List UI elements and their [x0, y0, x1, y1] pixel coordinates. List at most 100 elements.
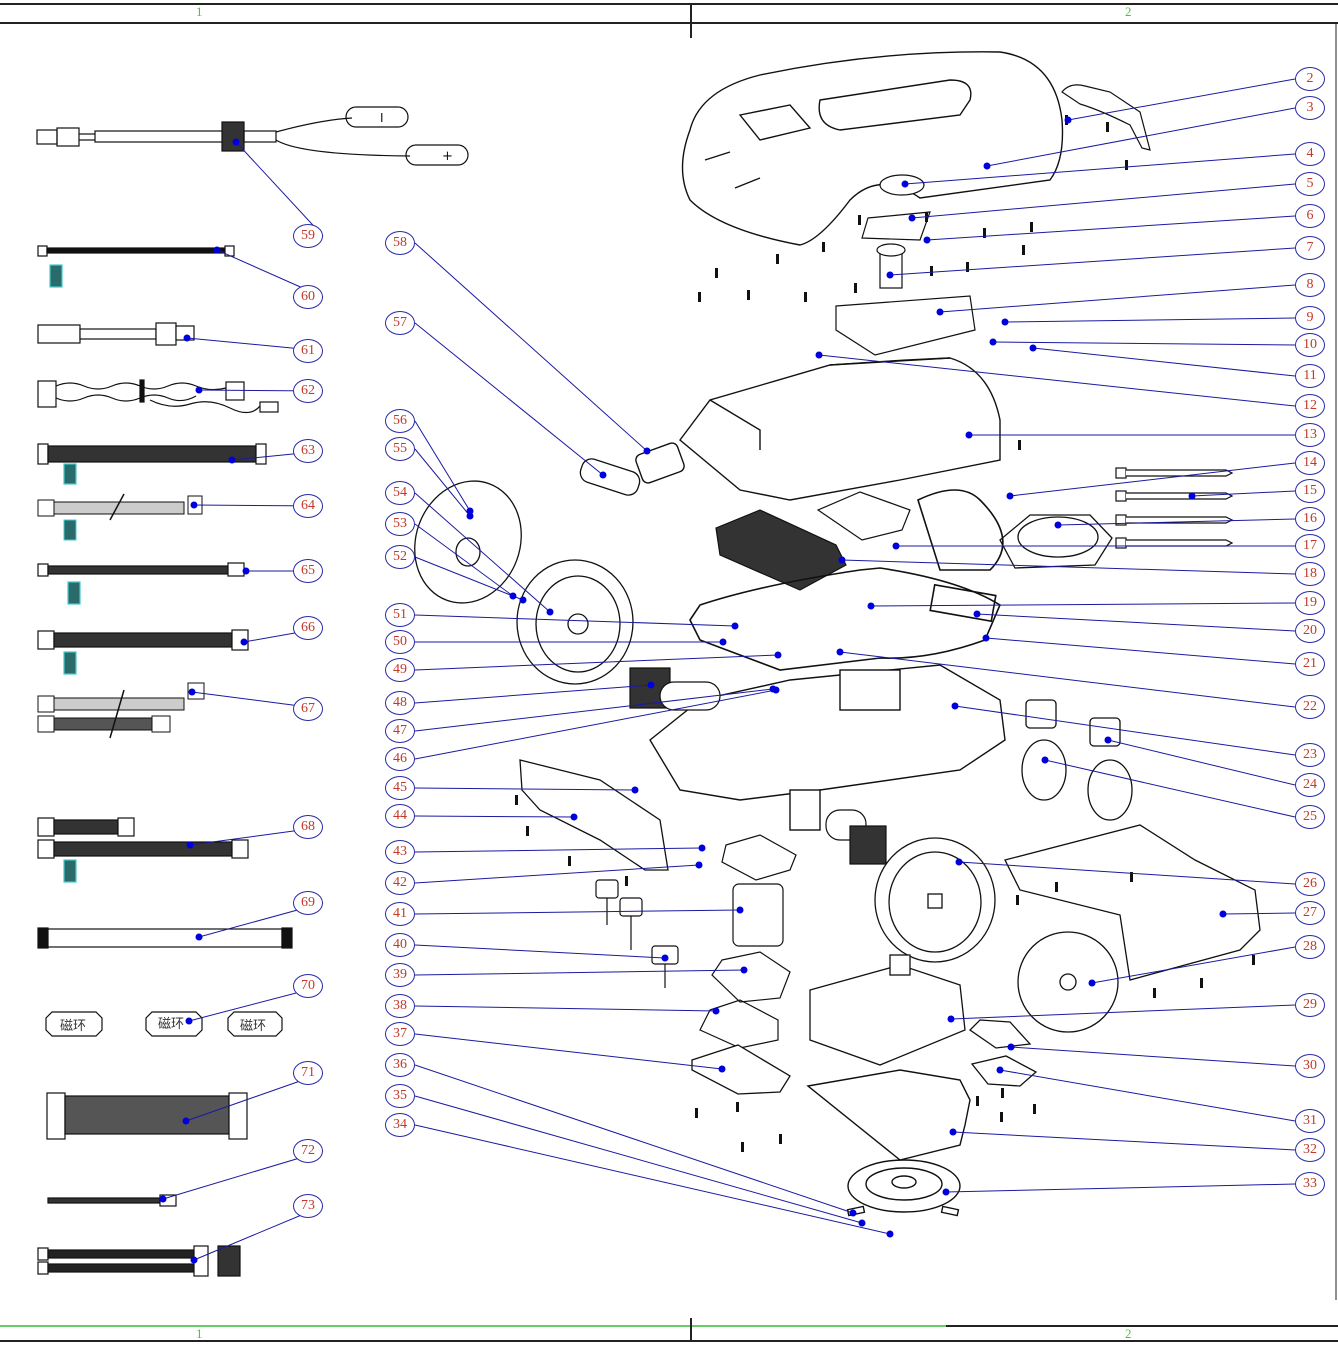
callout-balloon-26[interactable]: 26	[1295, 872, 1325, 896]
seal-ring-58	[635, 442, 685, 484]
callout-balloon-39[interactable]: 39	[385, 963, 415, 987]
anchor-dot-28	[1088, 979, 1096, 987]
callout-balloon-67[interactable]: 67	[293, 697, 323, 721]
anchor-dot-43	[698, 844, 706, 852]
callout-balloon-8[interactable]: 8	[1295, 273, 1325, 297]
callout-balloon-16[interactable]: 16	[1295, 507, 1325, 531]
callout-balloon-4[interactable]: 4	[1295, 142, 1325, 166]
callout-balloon-28[interactable]: 28	[1295, 935, 1325, 959]
leader-line-16	[1057, 518, 1296, 526]
callout-balloon-2[interactable]: 2	[1295, 67, 1325, 91]
callout-balloon-10[interactable]: 10	[1295, 333, 1325, 357]
anchor-dot-2	[1064, 116, 1072, 124]
callout-balloon-27[interactable]: 27	[1295, 901, 1325, 925]
leader-line-34	[414, 1124, 891, 1235]
callout-balloon-63[interactable]: 63	[293, 439, 323, 463]
callout-balloon-33[interactable]: 33	[1295, 1172, 1325, 1196]
callout-balloon-34[interactable]: 34	[385, 1113, 415, 1137]
callout-balloon-55[interactable]: 55	[385, 437, 415, 461]
callout-balloon-66[interactable]: 66	[293, 616, 323, 640]
callout-balloon-44[interactable]: 44	[385, 804, 415, 828]
anchor-dot-45	[631, 786, 639, 794]
callout-balloon-23[interactable]: 23	[1295, 743, 1325, 767]
callout-balloon-22[interactable]: 22	[1295, 695, 1325, 719]
leader-line-58	[414, 242, 648, 452]
callout-balloon-30[interactable]: 30	[1295, 1054, 1325, 1078]
callout-balloon-47[interactable]: 47	[385, 719, 415, 743]
callout-balloon-71[interactable]: 71	[293, 1061, 323, 1085]
callout-balloon-37[interactable]: 37	[385, 1022, 415, 1046]
callout-balloon-21[interactable]: 21	[1295, 652, 1325, 676]
callout-balloon-54[interactable]: 54	[385, 481, 415, 505]
callout-balloon-40[interactable]: 40	[385, 933, 415, 957]
anchor-dot-33	[942, 1188, 950, 1196]
callout-balloon-5[interactable]: 5	[1295, 172, 1325, 196]
callout-balloon-59[interactable]: 59	[293, 224, 323, 248]
callout-balloon-12[interactable]: 12	[1295, 394, 1325, 418]
harness-71	[46, 1092, 248, 1140]
anchor-dot-40	[661, 954, 669, 962]
callout-balloon-57[interactable]: 57	[385, 311, 415, 335]
lower-chassis	[649, 664, 1006, 831]
callout-balloon-70[interactable]: 70	[293, 974, 323, 998]
callout-balloon-24[interactable]: 24	[1295, 773, 1325, 797]
anchor-dot-37	[718, 1065, 726, 1073]
anchor-dot-71	[182, 1117, 190, 1125]
callout-balloon-17[interactable]: 17	[1295, 534, 1325, 558]
callout-balloon-50[interactable]: 50	[385, 630, 415, 654]
anchor-dot-25	[1041, 756, 1049, 764]
callout-balloon-51[interactable]: 51	[385, 603, 415, 627]
leader-line-31	[999, 1069, 1296, 1122]
callout-balloon-13[interactable]: 13	[1295, 423, 1325, 447]
callout-balloon-73[interactable]: 73	[293, 1194, 323, 1218]
callout-balloon-65[interactable]: 65	[293, 559, 323, 583]
callout-balloon-35[interactable]: 35	[385, 1084, 415, 1108]
callout-balloon-42[interactable]: 42	[385, 871, 415, 895]
leader-line-27	[1222, 912, 1296, 915]
callout-balloon-64[interactable]: 64	[293, 494, 323, 518]
callout-balloon-38[interactable]: 38	[385, 994, 415, 1018]
anchor-dot-15	[1188, 492, 1196, 500]
callout-balloon-25[interactable]: 25	[1295, 805, 1325, 829]
callout-balloon-56[interactable]: 56	[385, 409, 415, 433]
anchor-dots	[159, 116, 1227, 1264]
callout-balloon-46[interactable]: 46	[385, 747, 415, 771]
callout-balloon-41[interactable]: 41	[385, 902, 415, 926]
callout-balloon-6[interactable]: 6	[1295, 204, 1325, 228]
callout-balloon-72[interactable]: 72	[293, 1139, 323, 1163]
anchor-dot-59	[232, 138, 240, 146]
callout-balloon-58[interactable]: 58	[385, 231, 415, 255]
callout-balloon-62[interactable]: 62	[293, 379, 323, 403]
callout-balloon-14[interactable]: 14	[1295, 451, 1325, 475]
callout-balloon-36[interactable]: 36	[385, 1053, 415, 1077]
callout-balloon-11[interactable]: 11	[1295, 364, 1325, 388]
callout-balloon-49[interactable]: 49	[385, 658, 415, 682]
callout-balloon-60[interactable]: 60	[293, 285, 323, 309]
callout-balloon-61[interactable]: 61	[293, 339, 323, 363]
callout-balloon-9[interactable]: 9	[1295, 306, 1325, 330]
leader-line-10	[992, 341, 1296, 346]
callout-balloon-45[interactable]: 45	[385, 776, 415, 800]
anchor-dot-51	[731, 622, 739, 630]
callout-balloon-18[interactable]: 18	[1295, 562, 1325, 586]
callout-balloon-48[interactable]: 48	[385, 691, 415, 715]
anchor-dot-11	[1029, 344, 1037, 352]
callout-balloon-52[interactable]: 52	[385, 545, 415, 569]
leader-line-12	[818, 354, 1296, 407]
callout-balloon-68[interactable]: 68	[293, 815, 323, 839]
callout-balloon-29[interactable]: 29	[1295, 993, 1325, 1017]
callout-balloon-15[interactable]: 15	[1295, 479, 1325, 503]
callout-balloon-43[interactable]: 43	[385, 840, 415, 864]
callout-balloon-32[interactable]: 32	[1295, 1138, 1325, 1162]
callout-balloon-53[interactable]: 53	[385, 512, 415, 536]
callout-balloon-20[interactable]: 20	[1295, 619, 1325, 643]
callout-balloon-19[interactable]: 19	[1295, 591, 1325, 615]
callout-balloon-69[interactable]: 69	[293, 891, 323, 915]
callout-balloon-3[interactable]: 3	[1295, 96, 1325, 120]
battery-box	[699, 834, 797, 1049]
callout-balloon-31[interactable]: 31	[1295, 1109, 1325, 1133]
anchor-dot-50	[719, 638, 727, 646]
anchor-dot-19	[867, 602, 875, 610]
callout-balloon-7[interactable]: 7	[1295, 236, 1325, 260]
